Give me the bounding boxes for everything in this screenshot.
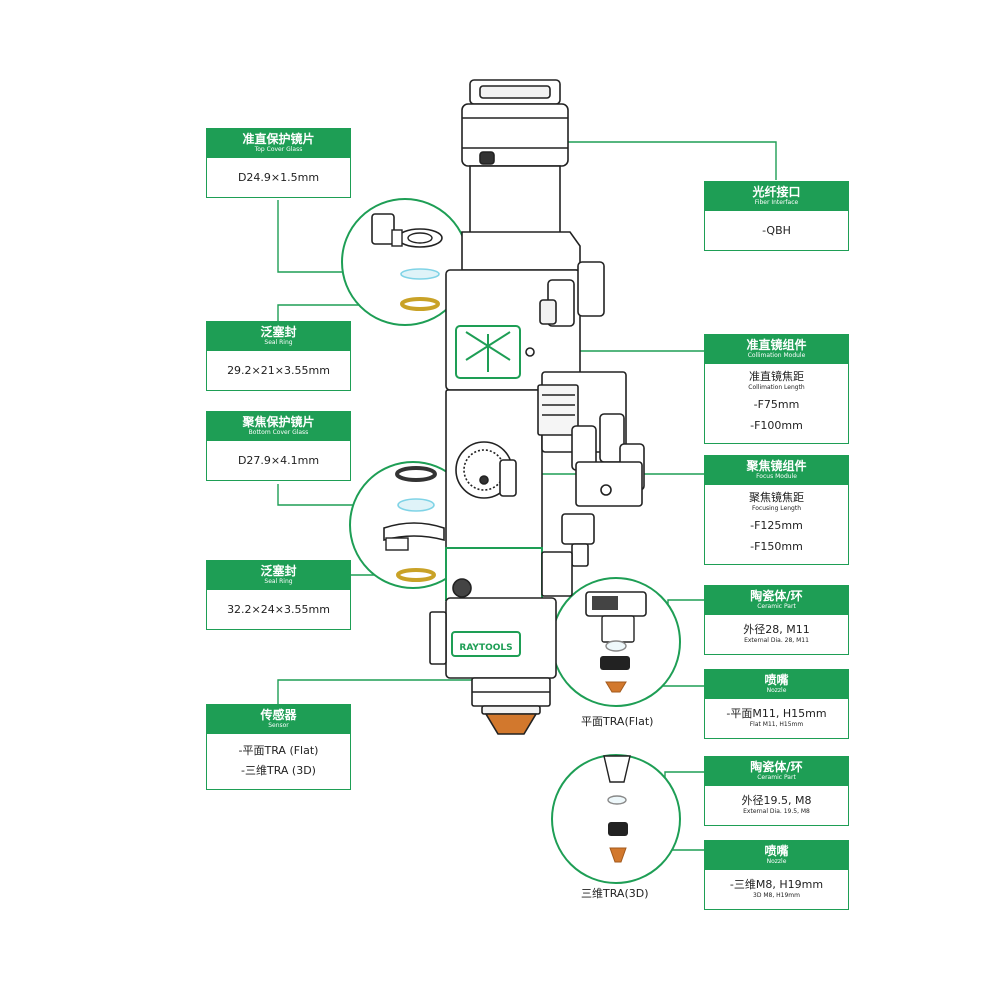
label-sub-subtitle: Focusing Length xyxy=(751,505,802,512)
raytools-logo: RAYTOOLS xyxy=(459,643,512,653)
label-value: -三维TRA (3D) xyxy=(241,764,316,777)
label-value: 32.2×24×3.55mm xyxy=(227,603,330,616)
label-subtitle: Ceramic Part xyxy=(757,603,796,610)
label-subtitle: Nozzle xyxy=(766,858,787,865)
laser-head-body xyxy=(429,79,645,735)
label-title: 准直保护镜片 xyxy=(242,132,315,146)
label-subtitle: Collimation Module xyxy=(747,352,806,359)
label-subtitle: Nozzle xyxy=(766,687,787,694)
label-title: 光纤接口 xyxy=(752,185,801,199)
label-sub-value: External Dia. 28, M11 xyxy=(744,637,809,644)
label-value: -F100mm xyxy=(750,419,803,432)
label-value: -F75mm xyxy=(753,398,800,411)
label-subtitle: Seal Ring xyxy=(264,339,293,346)
label-sub-value: Flat M11, H15mm xyxy=(749,721,804,728)
label-subtitle: Ceramic Part xyxy=(757,774,796,781)
bottom-cover-detail xyxy=(383,466,445,582)
label-subtitle: Seal Ring xyxy=(264,578,293,585)
label-value: 29.2×21×3.55mm xyxy=(227,364,330,377)
label-subtitle: Fiber Interface xyxy=(754,199,799,206)
label-value: -平面TRA (Flat) xyxy=(238,744,319,757)
label-subtitle: Bottom Cover Glass xyxy=(248,429,309,436)
label-value: -F125mm xyxy=(750,519,803,532)
label-sub-title: 聚焦镜焦距 xyxy=(749,491,804,504)
label-value: D27.9×4.1mm xyxy=(237,454,320,467)
label-title: 泛塞封 xyxy=(260,564,297,578)
label-title: 聚焦镜组件 xyxy=(746,459,807,473)
label-value: -平面M11, H15mm xyxy=(726,707,827,720)
label-value: -三维M8, H19mm xyxy=(729,878,824,891)
label-value: -F150mm xyxy=(750,540,803,553)
label-sub-value: 3D M8, H19mm xyxy=(753,892,800,899)
three-d-caption: 三维TRA(3D) xyxy=(581,887,649,900)
label-title: 喷嘴 xyxy=(764,673,789,687)
label-value: 外径28, M11 xyxy=(743,623,810,636)
label-value: -QBH xyxy=(762,224,791,237)
label-title: 传感器 xyxy=(260,708,297,722)
label-value: 外径19.5, M8 xyxy=(741,794,812,807)
label-title: 陶瓷体/环 xyxy=(750,760,803,774)
label-title: 陶瓷体/环 xyxy=(750,589,803,603)
label-subtitle: Sensor xyxy=(268,722,289,729)
label-title: 准直镜组件 xyxy=(746,338,807,352)
label-sub-subtitle: Collimation Length xyxy=(748,384,805,391)
label-subtitle: Top Cover Glass xyxy=(254,146,303,153)
flat-caption: 平面TRA(Flat) xyxy=(581,715,654,728)
three-d-tra-detail xyxy=(603,755,631,863)
flat-tra-detail xyxy=(585,591,647,693)
label-title: 泛塞封 xyxy=(260,325,297,339)
label-subtitle: Focus Module xyxy=(756,473,797,480)
label-value: D24.9×1.5mm xyxy=(237,171,320,184)
label-title: 聚焦保护镜片 xyxy=(242,415,315,429)
label-sub-title: 准直镜焦距 xyxy=(749,370,804,383)
label-title: 喷嘴 xyxy=(764,844,789,858)
label-sub-value: External Dia. 19.5, M8 xyxy=(743,808,810,815)
top-cover-detail xyxy=(371,213,443,311)
